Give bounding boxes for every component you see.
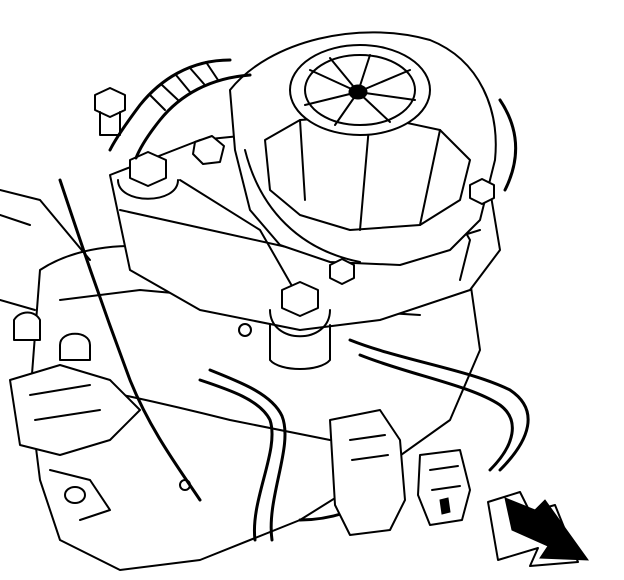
electrical-connector xyxy=(329,409,471,536)
hex-bolt xyxy=(329,258,355,285)
hex-bolt xyxy=(469,178,495,205)
hex-bolt xyxy=(269,281,331,370)
sensor-plug xyxy=(9,311,141,521)
hex-bolt xyxy=(94,87,126,136)
hex-bolt xyxy=(192,135,225,165)
actuator-cap xyxy=(289,44,431,136)
vent-hose xyxy=(108,58,518,192)
direction-arrow-icon xyxy=(487,491,590,567)
hex-bolt xyxy=(117,151,179,200)
